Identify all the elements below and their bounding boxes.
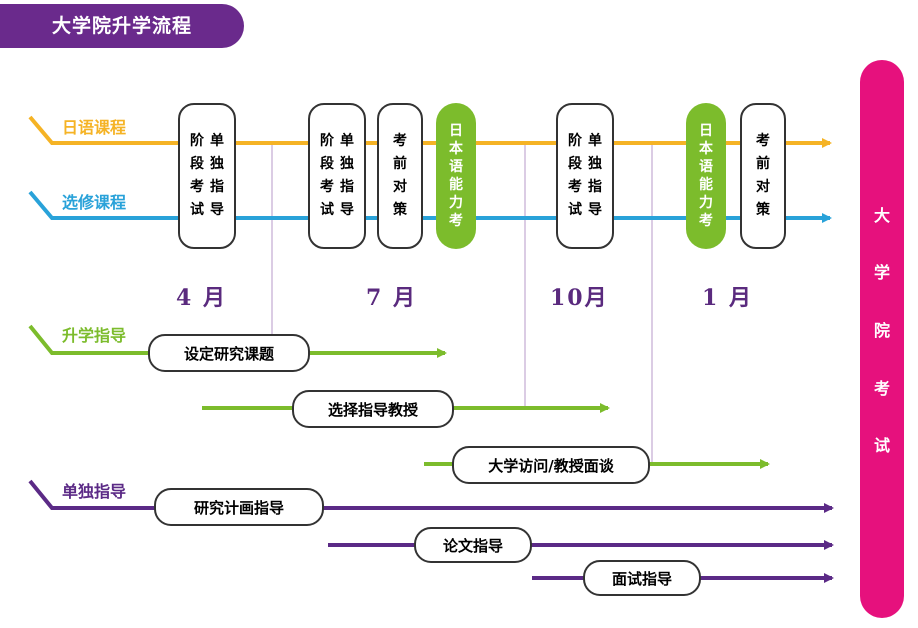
jlpt-pill-2: 日本语能力考 <box>686 103 726 249</box>
stage-test-pill-3: 单独指导 阶段考试 <box>556 103 614 249</box>
stage-test-pill-1: 单独指导 阶段考试 <box>178 103 236 249</box>
month-october: 10月 <box>550 285 609 311</box>
individual-item-interview: 面试指导 <box>583 560 701 596</box>
month-july: 7 月 <box>366 285 417 311</box>
guidance-item-university-visit: 大学访问/教授面谈 <box>452 446 650 484</box>
jlpt-pill-1: 日本语能力考 <box>436 103 476 249</box>
individual-item-research-plan: 研究计画指导 <box>154 488 324 526</box>
row-label-japanese: 日语课程 <box>62 118 127 137</box>
guidance-item-research-topic: 设定研究课题 <box>148 334 310 372</box>
stage-test-pill-2: 单独指导 阶段考试 <box>308 103 366 249</box>
graduate-exam-bar: 大 学 院 考 试 <box>860 60 904 618</box>
row-label-elective: 选修课程 <box>62 193 127 212</box>
individual-item-thesis: 论文指导 <box>414 527 532 563</box>
title-banner: 大学院升学流程 <box>0 4 244 48</box>
month-april: 4 月 <box>176 285 227 311</box>
guidance-line <box>28 324 447 358</box>
row-label-individual: 单独指导 <box>62 482 127 501</box>
month-january: 1 月 <box>702 285 753 311</box>
row-label-guidance: 升学指导 <box>62 326 127 345</box>
strategy-pill-1: 考前对策 <box>377 103 423 249</box>
strategy-pill-2: 考前对策 <box>740 103 786 249</box>
guidance-item-choose-professor: 选择指导教授 <box>292 390 454 428</box>
individual-line <box>28 479 834 513</box>
